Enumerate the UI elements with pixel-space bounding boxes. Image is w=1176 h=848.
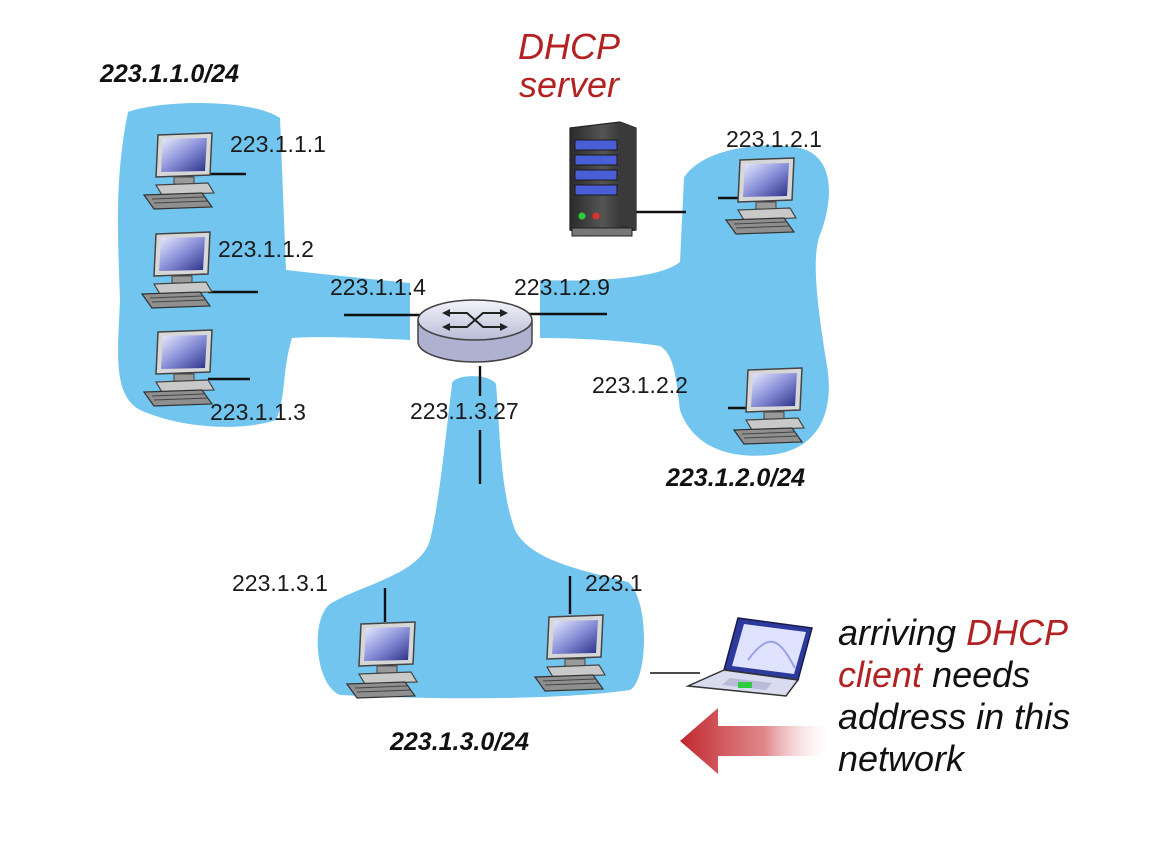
subnet-label-223-1-1: 223.1.1.0/24	[100, 60, 240, 88]
subnet-label-223-1-3: 223.1.3.0/24	[390, 728, 530, 756]
laptop-client-icon	[685, 617, 813, 697]
note-line-3: address in this	[838, 696, 1071, 737]
host-address-223-1-3-2: 223.1	[585, 570, 643, 596]
host-address-223-1-3-1: 223.1.3.1	[232, 570, 328, 596]
router-interface-223-1-3-27: 223.1.3.27	[410, 398, 519, 424]
host-address-223-1-2-1: 223.1.2.1	[726, 126, 822, 152]
note-line-1: arriving DHCP	[838, 612, 1168, 654]
dhcp-server-label-line2: server	[518, 63, 620, 105]
subnet-label-223-1-2: 223.1.2.0/24	[666, 464, 806, 492]
note-line-4: network	[838, 738, 965, 779]
note-word-arriving: arriving	[838, 612, 957, 653]
dhcp-client-note: arriving DHCP client needs address in th…	[838, 612, 1168, 780]
host-address-223-1-1-2: 223.1.1.2	[218, 236, 314, 262]
note-line-2: client needs	[838, 654, 1168, 696]
host-address-223-1-1-3: 223.1.1.3	[210, 399, 306, 425]
note-word-dhcp: DHCP	[966, 612, 1069, 653]
note-word-client: client	[838, 654, 923, 695]
host-address-223-1-2-2: 223.1.2.2	[592, 372, 688, 398]
router-interface-223-1-1-4: 223.1.1.4	[330, 274, 426, 300]
note-word-needs: needs	[932, 654, 1031, 695]
host-address-223-1-1-1: 223.1.1.1	[230, 131, 326, 157]
dhcp-server-label: DHCP server	[518, 28, 620, 104]
router-interface-223-1-2-9: 223.1.2.9	[514, 274, 610, 300]
router-icon	[417, 299, 533, 363]
dhcp-server-label-line1: DHCP	[518, 26, 621, 67]
dhcp-server-icon	[569, 121, 637, 237]
incoming-arrow	[680, 708, 835, 774]
links	[208, 172, 750, 674]
